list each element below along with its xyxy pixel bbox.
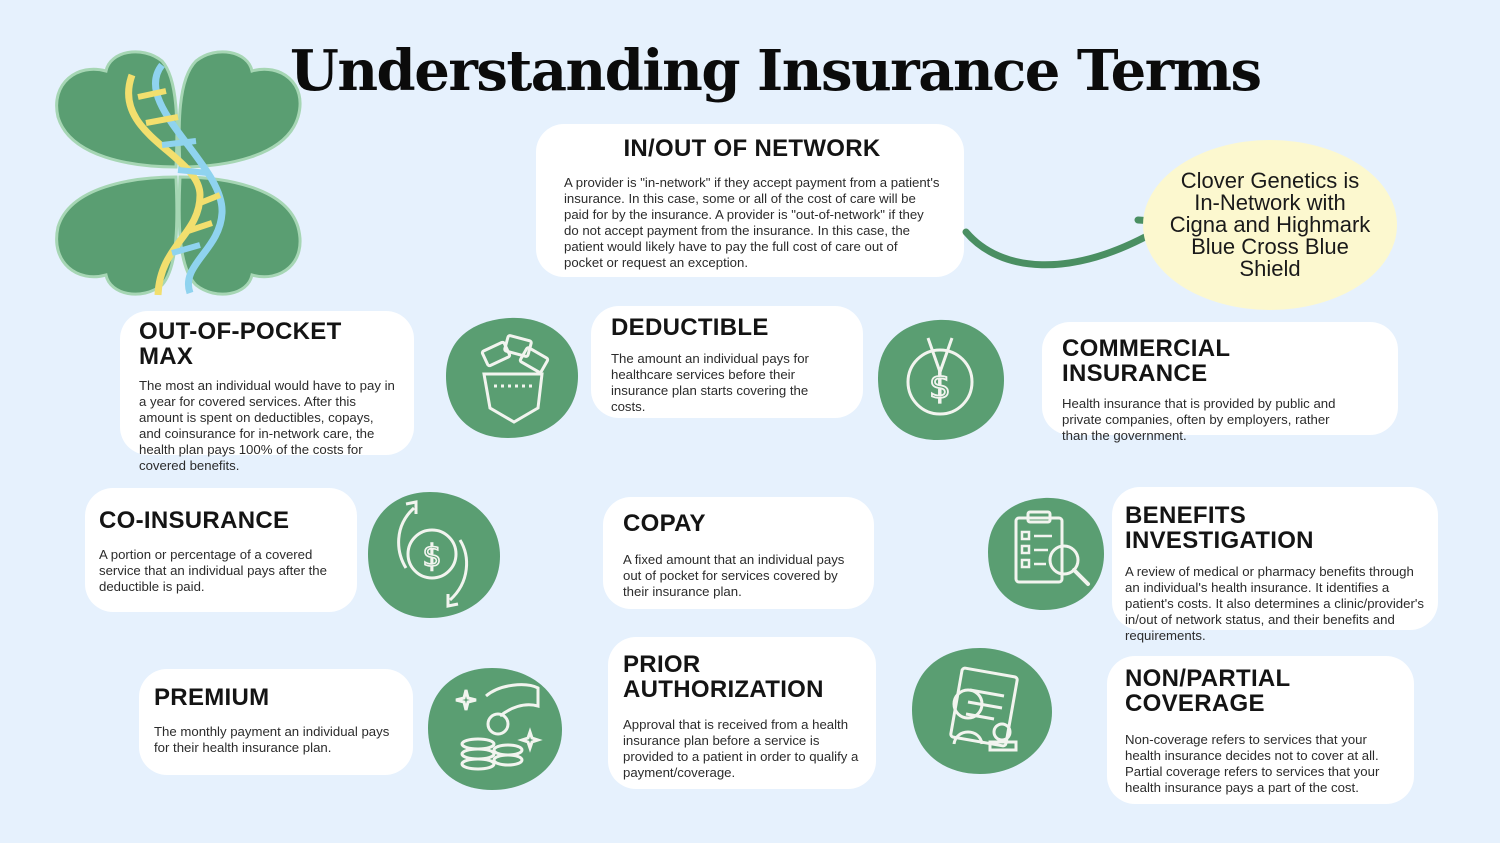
commercial-insurance-title: COMMERCIAL INSURANCE (1062, 335, 1230, 387)
premium-title: PREMIUM (154, 684, 270, 711)
premium-description: The monthly payment an individual pays f… (154, 724, 390, 755)
wallet-money-icon (444, 316, 580, 440)
benefits-investigation-title: BENEFITS INVESTIGATION (1125, 502, 1314, 554)
svg-text:$: $ (422, 539, 441, 574)
non-partial-coverage-description: Non-coverage refers to services that you… (1125, 732, 1380, 795)
copay-card: COPAY A fixed amount that an individual … (603, 497, 874, 609)
out-of-pocket-max-description: The most an individual would have to pay… (139, 378, 395, 473)
co-insurance-card: CO-INSURANCE A portion or percentage of … (85, 488, 357, 612)
copay-title: COPAY (623, 510, 706, 537)
non-partial-coverage-card: NON/PARTIAL COVERAGE Non-coverage refers… (1107, 656, 1414, 804)
callout-text: Clover Genetics is In-Network with Cigna… (1169, 168, 1371, 281)
document-stamp-icon (910, 646, 1054, 776)
network-title: IN/OUT OF NETWORK (623, 135, 881, 162)
commercial-insurance-card: COMMERCIAL INSURANCE Health insurance th… (1042, 322, 1398, 443)
prior-authorization-description: Approval that is received from a health … (623, 717, 859, 780)
prior-authorization-title: PRIOR AUTHORIZATION (623, 651, 824, 703)
benefits-investigation-card: BENEFITS INVESTIGATION A review of medic… (1112, 487, 1438, 643)
svg-text:$: $ (929, 367, 951, 407)
clipboard-search-icon (986, 496, 1106, 612)
co-insurance-description: A portion or percentage of a covered ser… (99, 547, 327, 594)
clover-dna-logo (50, 45, 306, 301)
non-partial-coverage-title: NON/PARTIAL COVERAGE (1125, 665, 1291, 717)
cycle-dollar-icon: $ (366, 490, 502, 620)
network-description: A provider is "in-network" if they accep… (564, 175, 940, 270)
network-callout: Clover Genetics is In-Network with Cigna… (1143, 140, 1397, 310)
premium-card: PREMIUM The monthly payment an individua… (139, 669, 413, 775)
deductible-card: DEDUCTIBLE The amount an individual pays… (591, 306, 863, 418)
commercial-insurance-description: Health insurance that is provided by pub… (1062, 396, 1336, 443)
prior-authorization-card: PRIOR AUTHORIZATION Approval that is rec… (608, 637, 876, 789)
deductible-title: DEDUCTIBLE (611, 314, 769, 341)
out-of-pocket-max-title: OUT-OF-POCKET MAX (139, 318, 342, 370)
benefits-investigation-description: A review of medical or pharmacy benefits… (1125, 564, 1424, 643)
co-insurance-title: CO-INSURANCE (99, 507, 290, 534)
copay-description: A fixed amount that an individual pays o… (623, 552, 845, 599)
page-title: Understanding Insurance Terms (290, 38, 1262, 104)
dollar-ring-icon: $ (876, 318, 1006, 442)
deductible-description: The amount an individual pays for health… (611, 351, 809, 414)
network-card: IN/OUT OF NETWORK A provider is "in-netw… (536, 124, 964, 277)
out-of-pocket-max-card: OUT-OF-POCKET MAX The most an individual… (120, 311, 414, 473)
hand-coins-icon (426, 666, 564, 792)
